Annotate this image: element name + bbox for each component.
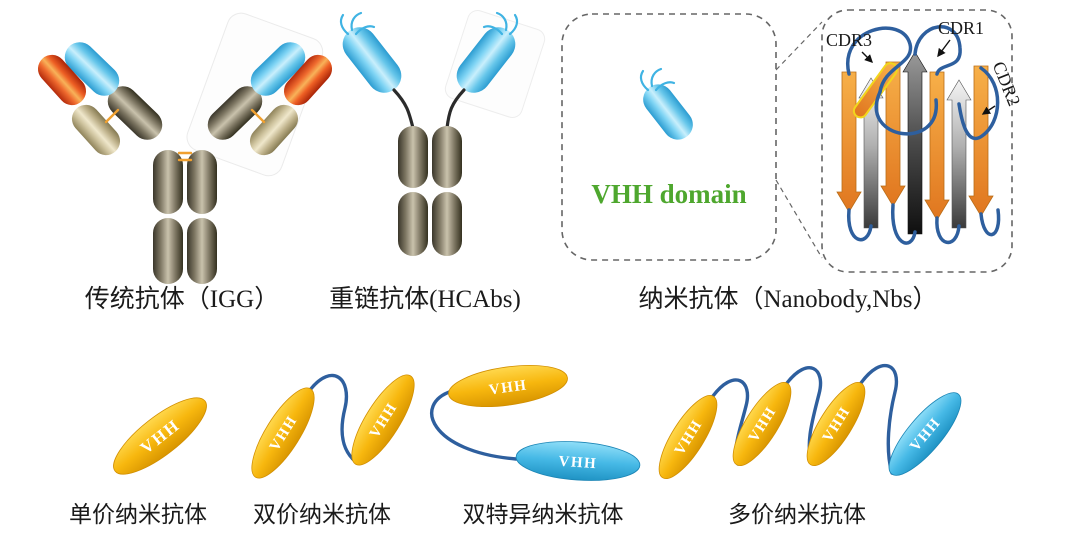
- igg-vl-domain-capsule: [37, 54, 87, 106]
- vhh-structure-panel: CDR3 CDR1 CDR2: [821, 9, 1024, 273]
- hcab-heavy-chain-capsule: [398, 126, 428, 188]
- hcabs-label: 重链抗体(HCAbs): [329, 285, 521, 313]
- igg-vh-domain-capsule: [64, 42, 120, 96]
- dashed-box: [821, 9, 1013, 273]
- beta-strand-arrow: [902, 51, 928, 235]
- loop: [847, 208, 873, 242]
- vhh-ellipse-blue: [888, 392, 962, 476]
- linker: [430, 389, 518, 461]
- loop: [874, 90, 938, 136]
- igg-heavy-chain-capsule: [153, 150, 183, 214]
- hcab-heavy-chain-capsule: [432, 126, 462, 188]
- igg-vh-domain-capsule: [250, 42, 306, 96]
- hcab-heavy-chain-capsule: [432, 192, 462, 256]
- vhh-tag: VHH: [558, 454, 598, 473]
- beta-strand-arrow: [836, 71, 862, 213]
- hcab-vhh-capsule: [456, 27, 516, 93]
- igg-heavy-chain-capsule: [153, 218, 183, 284]
- bispecific-nanobody: VHH VHH: [430, 365, 641, 481]
- zoom-connector-line: [775, 21, 823, 71]
- cdr3-pointer: [861, 51, 873, 63]
- multivalent-label: 多价纳米抗体: [728, 502, 866, 527]
- vhh-tag: VHH: [488, 377, 529, 398]
- cdr-loops-squiggle: [482, 11, 519, 36]
- vhh-ellipse-yellow: [351, 374, 415, 466]
- igg-label: 传统抗体（IGG）: [85, 285, 279, 313]
- beta-strand-arrow: [968, 65, 994, 217]
- dashed-box: [561, 13, 777, 261]
- zoom-connector-line: [775, 179, 823, 259]
- vhh-ellipse-yellow: [658, 395, 718, 479]
- monovalent-nanobody: VHH: [113, 397, 207, 475]
- igg-light-chain-capsule: [249, 104, 299, 156]
- beta-strand-arrow: [880, 61, 906, 207]
- disulfide-bond: [104, 108, 120, 124]
- multivalent-nanobody: VHH VHH VHH VHH: [658, 363, 962, 479]
- cdr1-pointer: [937, 39, 951, 58]
- cdr-loops-squiggle: [339, 11, 376, 36]
- cdr2-loop: [957, 66, 1000, 141]
- igg-heavy-chain-capsule: [187, 150, 217, 214]
- vhh-ellipse-blue: [515, 441, 641, 481]
- vhh-ellipse-yellow: [251, 387, 315, 479]
- vhh-domain-panel: VHH domain: [561, 13, 777, 261]
- vhh-capsule: [643, 84, 693, 140]
- linker: [308, 373, 358, 464]
- cdr1-label: CDR1: [938, 18, 984, 38]
- igg-heavy-chain-capsule: [187, 218, 217, 284]
- bivalent-nanobody: VHH VHH: [251, 373, 415, 479]
- cdr3-label: CDR3: [826, 30, 872, 50]
- cdr1-loop: [913, 25, 962, 76]
- vhh-ellipse-yellow: [806, 382, 866, 466]
- bispecific-label: 双特异纳米抗体: [463, 502, 624, 527]
- hinge-line: [392, 88, 415, 130]
- bivalent-label: 双价纳米抗体: [253, 502, 391, 527]
- beta-strand-arrow: [924, 71, 950, 221]
- vhh-ellipse-yellow: [732, 382, 792, 466]
- vhh-ellipse-yellow: [448, 365, 568, 407]
- igg-light-chain-capsule: [71, 104, 121, 156]
- cdr3-loop: [845, 26, 913, 94]
- igg-vl-domain-capsule: [283, 54, 333, 106]
- hcab-vhh-capsule: [342, 27, 402, 93]
- hinge-line: [445, 88, 466, 130]
- loop: [891, 203, 917, 245]
- loop: [935, 216, 961, 245]
- nanobody-label: 纳米抗体（Nanobody,Nbs）: [638, 285, 937, 313]
- heavy-chain-antibody-illustration: [339, 9, 546, 256]
- cdr-loops-squiggle: [639, 67, 676, 92]
- monovalent-label: 单价纳米抗体: [69, 502, 207, 527]
- igg-heavy-chain-capsule: [107, 86, 163, 140]
- vhh-domain-label: VHH domain: [591, 179, 746, 209]
- beta-strand-arrow: [946, 79, 972, 229]
- linker: [859, 363, 899, 475]
- hcab-heavy-chain-capsule: [398, 192, 428, 256]
- loop: [979, 208, 1001, 237]
- cdr2-pointer: [981, 105, 996, 115]
- vhh-ellipse-yellow: [113, 397, 207, 475]
- igg-antibody-illustration: [37, 12, 333, 284]
- disulfide-bond: [250, 108, 266, 124]
- igg-heavy-chain-capsule: [207, 86, 263, 140]
